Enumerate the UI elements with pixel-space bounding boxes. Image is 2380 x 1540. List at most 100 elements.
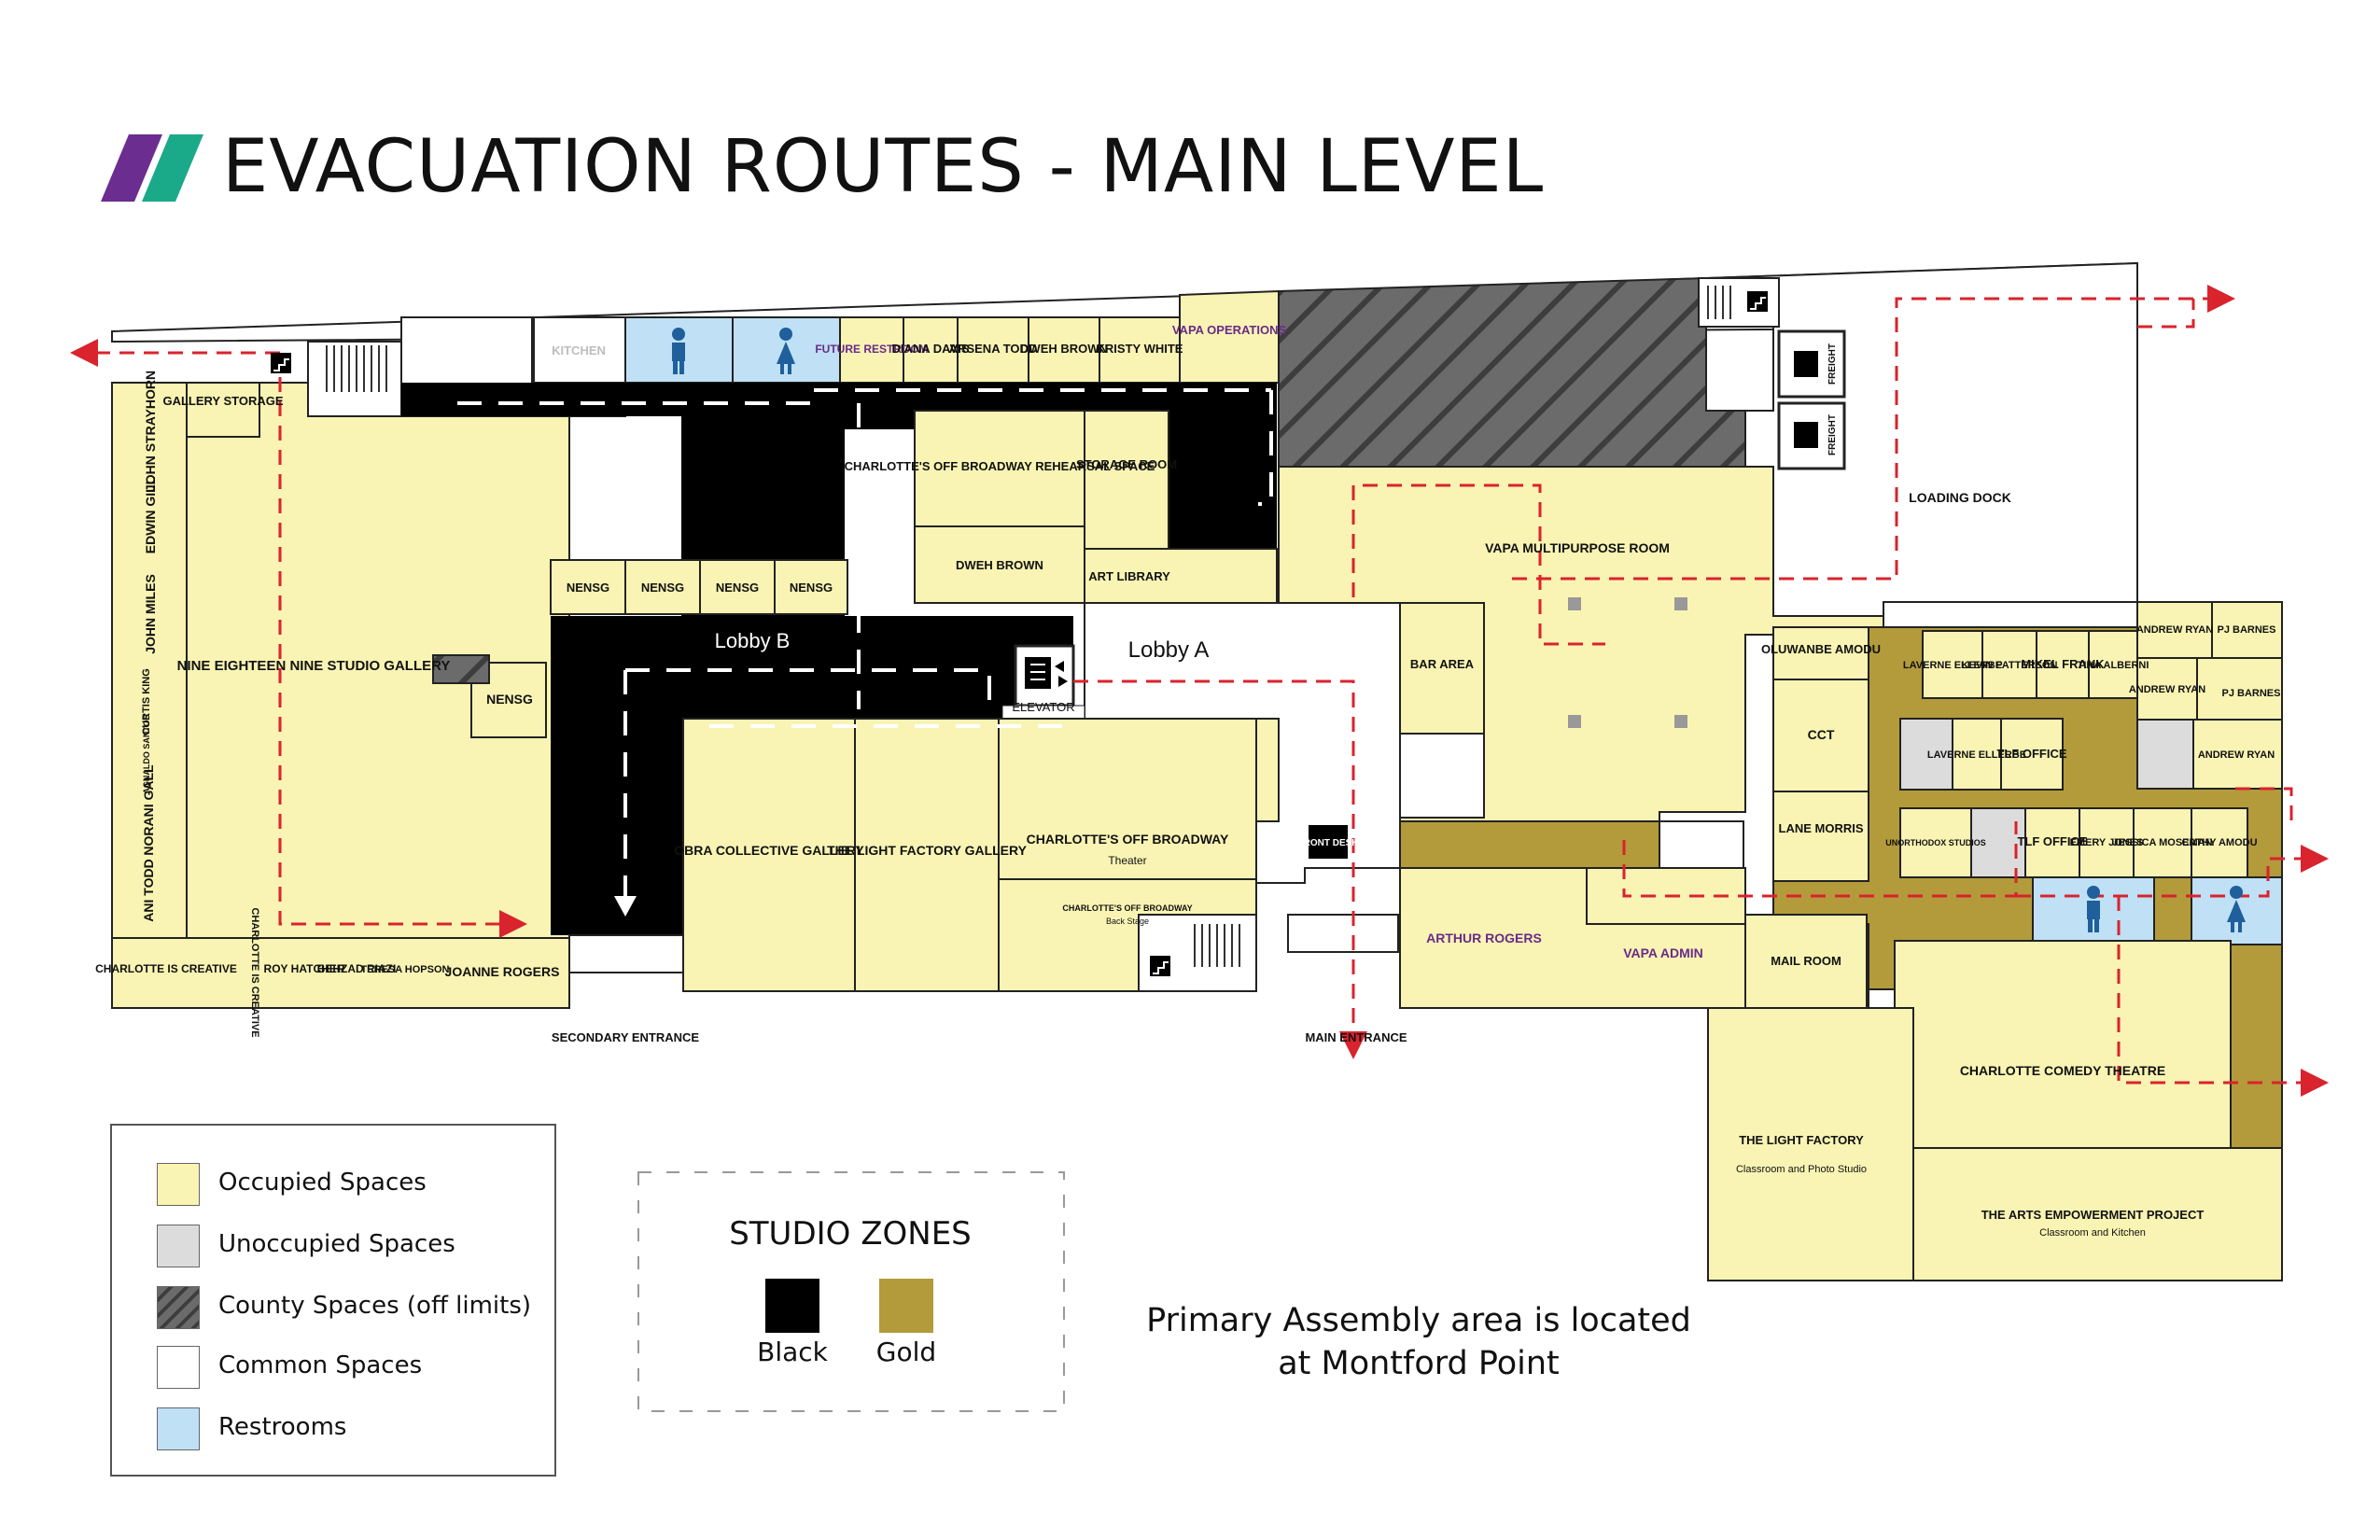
label-lobby-b: Lobby B [715,629,791,652]
room-gallery-storage [186,382,260,438]
men-restroom-icon-east [2087,886,2100,932]
room-art-library [1084,548,1278,604]
label-arts-empowerment: THE ARTS EMPOWERMENT PROJECT [1981,1208,2205,1222]
label-bar-area: BAR AREA [1410,657,1475,671]
label-tlf-office-south: TLF OFFICE [2017,834,2087,848]
legend-swatch-restrooms [157,1407,200,1450]
page-title: EVACUATION ROUTES - MAIN LEVEL [222,125,1545,209]
legend-label-occupied: Occupied Spaces [218,1169,427,1197]
room-vapa-operations [1179,289,1280,384]
assembly-line-1: Primary Assembly area is located [1146,1302,1691,1339]
label-vapa-multipurpose: VAPA MULTIPURPOSE ROOM [1485,540,1670,555]
label-behzad-riazi: BEHZAD RIAZI [317,962,397,975]
room-andrew-ryan-pj-barnes [2192,719,2283,790]
unoccupied-east-1 [2136,719,2194,790]
label-joanne-rogers: JOANNE ROGERS [445,964,560,979]
label-cob-backstage-sub: Back Stage [1106,917,1149,926]
unoccupied-east-3 [1970,807,2026,878]
label-dweh-brown-north: DWEH BROWN [1020,342,1108,356]
legend-label-unoccupied: Unoccupied Spaces [218,1230,455,1258]
room-pj-barnes-mid [2196,657,2283,721]
label-pj-barnes-north: PJ BARNES [2218,624,2276,636]
studio-zones-title: STUDIO ZONES [729,1215,972,1253]
label-kristy-white: KRISTY WHITE [1097,342,1183,356]
room-andrew-ryan-north [2136,601,2213,659]
legend-swatch-unoccupied [157,1225,200,1267]
label-andrew-ryan-north: ANDREW RYAN [2136,624,2213,636]
label-light-factory-gallery: THE LIGHT FACTORY GALLERY [827,843,1028,858]
room-nensg-4 [774,559,848,615]
label-secondary-entrance: SECONDARY ENTRANCE [552,1030,700,1044]
label-andrew-ryan-mid: ANDREW RYAN [2129,684,2205,695]
stair-room-south [1138,914,1257,992]
zone-label-gold: Gold [875,1337,937,1367]
county-space-north [1278,276,1746,468]
label-emery-jones: EMERY JONES [2070,837,2144,848]
room-storage [1084,410,1169,550]
stair-icon-north [1747,291,1768,312]
legend-swatch-common [157,1346,200,1389]
men-restroom-icon [672,328,685,374]
label-cob-rehearsal: CHARLOTTE'S OFF BROADWAY REHEARSAL SPACE [845,459,1155,473]
label-cct: CCT [1808,727,1835,742]
label-roy-hatcher: ROY HATCHER [264,962,345,975]
zone-label-black: Black [757,1337,828,1367]
brand-logo [101,134,203,202]
room-kristy-white [1099,316,1181,384]
label-oluwanbe-amodu: OLUWANBE AMODU [1761,642,1881,656]
label-cathy-amodu: CATHY AMODU [2181,837,2257,848]
label-cob-theater-sub: Theater [1108,854,1146,867]
label-obra-gallery: OBRA COLLECTIVE GALLERY [674,843,864,858]
logo-stripe-purple [101,134,162,202]
evacuation-routes [70,285,2329,1097]
south-artist-row [111,937,570,1009]
main-entrance-vestibule [1287,914,1399,953]
label-gallery-storage: GALLERY STORAGE [162,394,283,408]
label-nensg-1: NENSG [567,581,609,595]
column-1 [1568,597,1581,610]
label-lane-morris: LANE MORRIS [1779,821,1864,835]
room-kevin-patterson [1981,630,2037,699]
label-dweh-brown-south: DWEH BROWN [956,558,1043,572]
room-arts-empowerment [1912,1147,2283,1281]
county-block-small [432,654,490,684]
room-comedy-theatre [1894,940,2232,1149]
stair-icon-south [1150,956,1170,976]
label-diana-davis: DIANA DAVIS [891,342,969,356]
label-arthur-rogers: ARTHUR ROGERS [1426,931,1542,945]
route-arrow-down [614,896,637,917]
room-jessica-moseman [2133,807,2192,878]
legend-swatch-county [157,1286,200,1329]
room-nensg-1 [550,559,626,615]
freight-elevator-icon [1794,351,1818,448]
label-mikel-frank: MIKEL FRANK [2021,657,2105,671]
label-edwin-gill: EDWIN GILL [143,476,158,553]
common-bar-south [1399,733,1485,819]
label-nine-eighteen-nine: NINE EIGHTEEN NINE STUDIO GALLERY [177,658,451,674]
label-future-restroom: FUTURE RESTROOM [815,343,928,356]
label-tina-alberni: TINA ALBERNI [2078,660,2149,671]
room-tina-alberni [2088,630,2138,699]
label-elevator: ELEVATOR [1012,700,1074,714]
label-john-strayhorn: JOHN STRAYHORN [143,371,158,492]
label-andrew-ryan-pj-barnes: ANDREW RYAN [2198,749,2275,761]
label-nensg-west: NENSG [486,692,533,707]
label-arsena-todd: ARSENA TODD [949,342,1038,356]
legend: Occupied Spaces Unoccupied Spaces County… [110,1124,556,1477]
stair-treads-south [1194,924,1240,967]
assembly-line-2: at Montford Point [1278,1345,1560,1382]
label-front-desk: FRONT DESK [1298,838,1360,848]
label-nensg-2: NENSG [641,581,684,595]
women-restroom-icon [777,328,795,374]
label-laverne-ellerbe-north: LAVERNE ELLERBE [1903,660,2002,671]
room-cob-side [1255,718,1280,822]
label-mail-room: MAIL ROOM [1771,954,1841,968]
legend-label-restrooms: Restrooms [218,1413,347,1441]
label-freight-1: FREIGHT [1827,343,1838,385]
label-main-entrance: MAIN ENTRANCE [1305,1030,1407,1044]
label-ani-todd: ANI TODD [141,859,156,921]
label-light-factory-classroom: THE LIGHT FACTORY [1739,1133,1864,1147]
unoccupied-east-2 [1899,718,1953,791]
logo-stripe-teal [142,134,203,202]
